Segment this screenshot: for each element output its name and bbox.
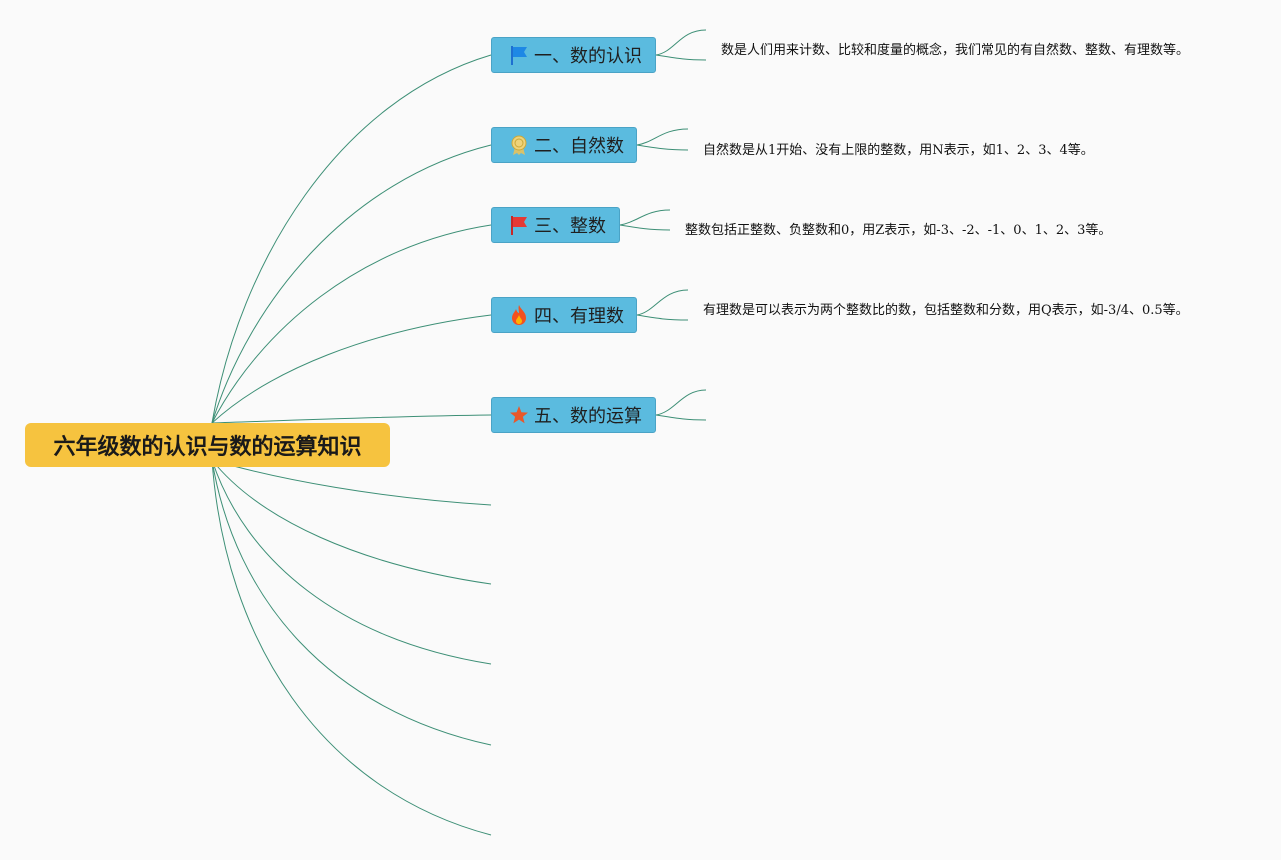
topic-number-concept[interactable]: 一、数的认识	[491, 37, 656, 73]
connector-root-topic-1	[211, 54, 492, 424]
fire-icon	[509, 304, 529, 326]
connector-fork-2a	[636, 128, 689, 146]
connector-root-branch-8	[211, 459, 492, 665]
topic-note: 数是人们用来计数、比较和度量的概念，我们常见的有自然数、整数、有理数等。	[721, 43, 1190, 58]
topic-label: 五、数的运算	[534, 406, 642, 427]
connector-root-branch-6	[211, 459, 492, 506]
connector-root-branch-7	[211, 459, 492, 585]
connector-fork-3b	[619, 224, 671, 231]
connector-fork-1a	[655, 29, 707, 56]
connector-root-topic-4	[211, 314, 492, 424]
topic-label: 二、自然数	[534, 136, 624, 157]
topic-label: 一、数的认识	[534, 46, 642, 67]
connector-fork-1b	[655, 54, 707, 61]
connector-root-branch-9	[211, 459, 492, 746]
red-flag-icon	[509, 214, 529, 236]
topic-label: 四、有理数	[534, 306, 624, 327]
connector-fork-5a	[655, 389, 707, 416]
root-topic[interactable]: 六年级数的认识与数的运算知识	[25, 423, 390, 467]
topic-note: 自然数是从1开始、没有上限的整数，用N表示，如1、2、3、4等。	[703, 143, 1094, 158]
topic-integers[interactable]: 三、整数	[491, 207, 620, 243]
connector-fork-4a	[636, 289, 689, 316]
connector-fork-2b	[636, 144, 689, 151]
connector-fork-3a	[619, 209, 671, 226]
connector-fork-5b	[655, 414, 707, 421]
connector-root-branch-10	[211, 459, 492, 836]
connector-fork-4b	[636, 314, 689, 321]
connector-root-topic-5	[211, 414, 492, 424]
star-icon	[509, 404, 529, 426]
topic-natural-numbers[interactable]: 二、自然数	[491, 127, 637, 163]
topic-label: 三、整数	[534, 216, 606, 237]
blue-flag-icon	[509, 44, 529, 66]
connector-root-topic-2	[211, 144, 492, 424]
topic-rational-numbers[interactable]: 四、有理数	[491, 297, 637, 333]
topic-note: 有理数是可以表示为两个整数比的数，包括整数和分数，用Q表示，如-3/4、0.5等…	[703, 303, 1189, 318]
award-ribbon-icon	[509, 134, 529, 156]
connector-root-topic-3	[211, 224, 492, 424]
topic-number-operations[interactable]: 五、数的运算	[491, 397, 656, 433]
topic-note: 整数包括正整数、负整数和0，用Z表示，如-3、-2、-1、0、1、2、3等。	[685, 223, 1112, 238]
